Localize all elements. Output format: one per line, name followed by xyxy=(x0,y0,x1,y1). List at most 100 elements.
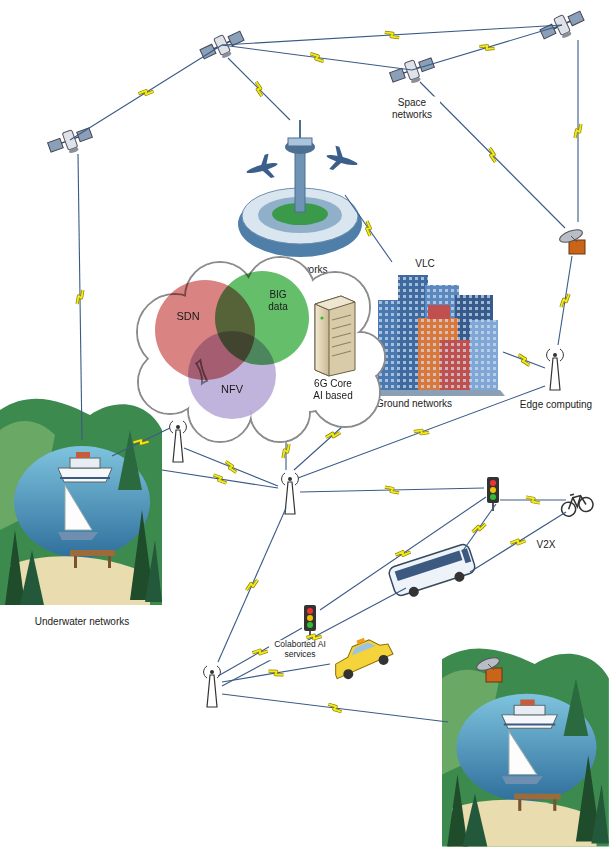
satellite-icon xyxy=(198,28,247,67)
lightning-symbol xyxy=(510,536,525,549)
lightning-symbol xyxy=(362,221,375,236)
network-label: Colaborted AI services xyxy=(269,640,331,660)
traffic-light xyxy=(307,608,313,614)
lightning-symbol xyxy=(252,82,266,96)
airport-illustration xyxy=(329,146,347,172)
lightning-symbol xyxy=(283,444,289,458)
lightning-symbol xyxy=(414,427,429,438)
lightning-symbol xyxy=(561,293,569,308)
taxi-icon xyxy=(349,640,375,655)
city-illustration xyxy=(428,305,450,319)
lightning-symbol xyxy=(473,521,486,536)
wireless-link xyxy=(470,512,566,572)
lightning-symbol xyxy=(252,646,267,658)
city-illustration xyxy=(370,275,505,396)
radio-tower xyxy=(204,666,221,707)
lightning-symbol xyxy=(473,521,486,536)
server-icon xyxy=(315,296,355,376)
lightning-symbol xyxy=(385,32,399,39)
radio-tower xyxy=(282,473,299,514)
traffic-light xyxy=(304,477,499,637)
taxi-icon xyxy=(328,634,394,679)
lightning-symbol xyxy=(396,547,411,560)
network-label: Ground networks xyxy=(374,398,454,410)
wireless-link xyxy=(420,82,565,228)
lightning-symbol xyxy=(362,221,375,236)
lightning-symbol xyxy=(510,536,525,549)
satellite-dish xyxy=(569,240,585,254)
lightning-symbol xyxy=(326,428,340,442)
traffic-light xyxy=(304,605,316,637)
node-text: NFV xyxy=(212,383,252,396)
lightning-symbol xyxy=(77,290,83,304)
lightning-symbol xyxy=(223,462,238,473)
lightning-symbol xyxy=(396,547,411,560)
lightning-symbol xyxy=(575,124,581,138)
lightning-symbol xyxy=(385,32,399,39)
network-label: VLC xyxy=(413,258,436,270)
lightning-symbol xyxy=(133,436,148,447)
server-icon xyxy=(315,296,355,310)
airport-illustration xyxy=(323,144,360,175)
lightning-symbol xyxy=(362,221,375,236)
wireless-link xyxy=(222,694,448,722)
traffic-light xyxy=(487,477,499,503)
lightning-symbol xyxy=(283,444,289,458)
lightning-symbol xyxy=(213,475,228,483)
lake-illustration xyxy=(0,399,162,605)
lightning-symbol xyxy=(133,436,148,447)
wireless-link xyxy=(222,25,562,45)
wireless-link xyxy=(112,428,170,456)
wireless-link xyxy=(70,45,222,140)
lightning-symbol xyxy=(213,475,228,483)
wireless-link xyxy=(218,508,286,662)
wireless-link xyxy=(222,45,412,70)
lightning-symbol xyxy=(485,148,499,162)
lightning-symbol xyxy=(326,428,340,442)
city-illustration xyxy=(470,320,498,390)
radio-tower xyxy=(170,421,187,462)
lightning-symbol xyxy=(138,86,153,99)
lightning-symbol xyxy=(479,43,494,53)
satellite-icon xyxy=(46,8,587,160)
bus-icon xyxy=(453,571,466,584)
lightning-symbol xyxy=(526,497,540,503)
server-icon xyxy=(332,351,351,356)
city-illustration xyxy=(370,390,505,396)
lightning-symbol xyxy=(252,646,267,658)
traffic-light xyxy=(307,615,313,621)
lightning-symbol xyxy=(269,669,284,677)
lightning-symbol xyxy=(252,82,266,96)
nfv-circle: NFV xyxy=(188,331,276,419)
wireless-link xyxy=(558,256,572,345)
node-text: BIG data xyxy=(259,289,297,312)
satellite-dish xyxy=(571,236,577,242)
server-icon xyxy=(332,342,351,347)
traffic-light xyxy=(490,487,496,493)
satellite-dish xyxy=(475,227,585,682)
network-label: Underwater networks xyxy=(33,616,131,628)
airport-illustration xyxy=(295,150,305,212)
core-cloud: 6G Core AI basedSDNBIG dataNFV xyxy=(135,262,380,437)
lightning-symbol xyxy=(396,547,411,560)
network-label: Edge computing xyxy=(518,399,594,411)
satellite-icon xyxy=(388,54,437,90)
airport-illustration xyxy=(299,120,301,138)
lightning-symbol xyxy=(213,475,228,483)
lightning-symbol xyxy=(310,54,325,62)
radio-tower xyxy=(547,349,564,390)
satellite-dish xyxy=(486,668,502,682)
wireless-link xyxy=(503,352,545,368)
lightning-symbol xyxy=(510,536,525,549)
satellite-dish xyxy=(475,655,501,673)
lightning-symbol xyxy=(138,86,153,99)
lightning-symbol xyxy=(479,43,494,53)
server-icon xyxy=(332,324,351,329)
lightning-symbol xyxy=(246,577,257,592)
lightning-symbol xyxy=(526,497,540,503)
server-icon xyxy=(315,296,355,376)
lightning-symbol xyxy=(283,444,289,458)
lightning-symbol xyxy=(385,487,399,493)
wireless-link xyxy=(184,448,278,486)
lightning-symbol xyxy=(575,124,581,138)
